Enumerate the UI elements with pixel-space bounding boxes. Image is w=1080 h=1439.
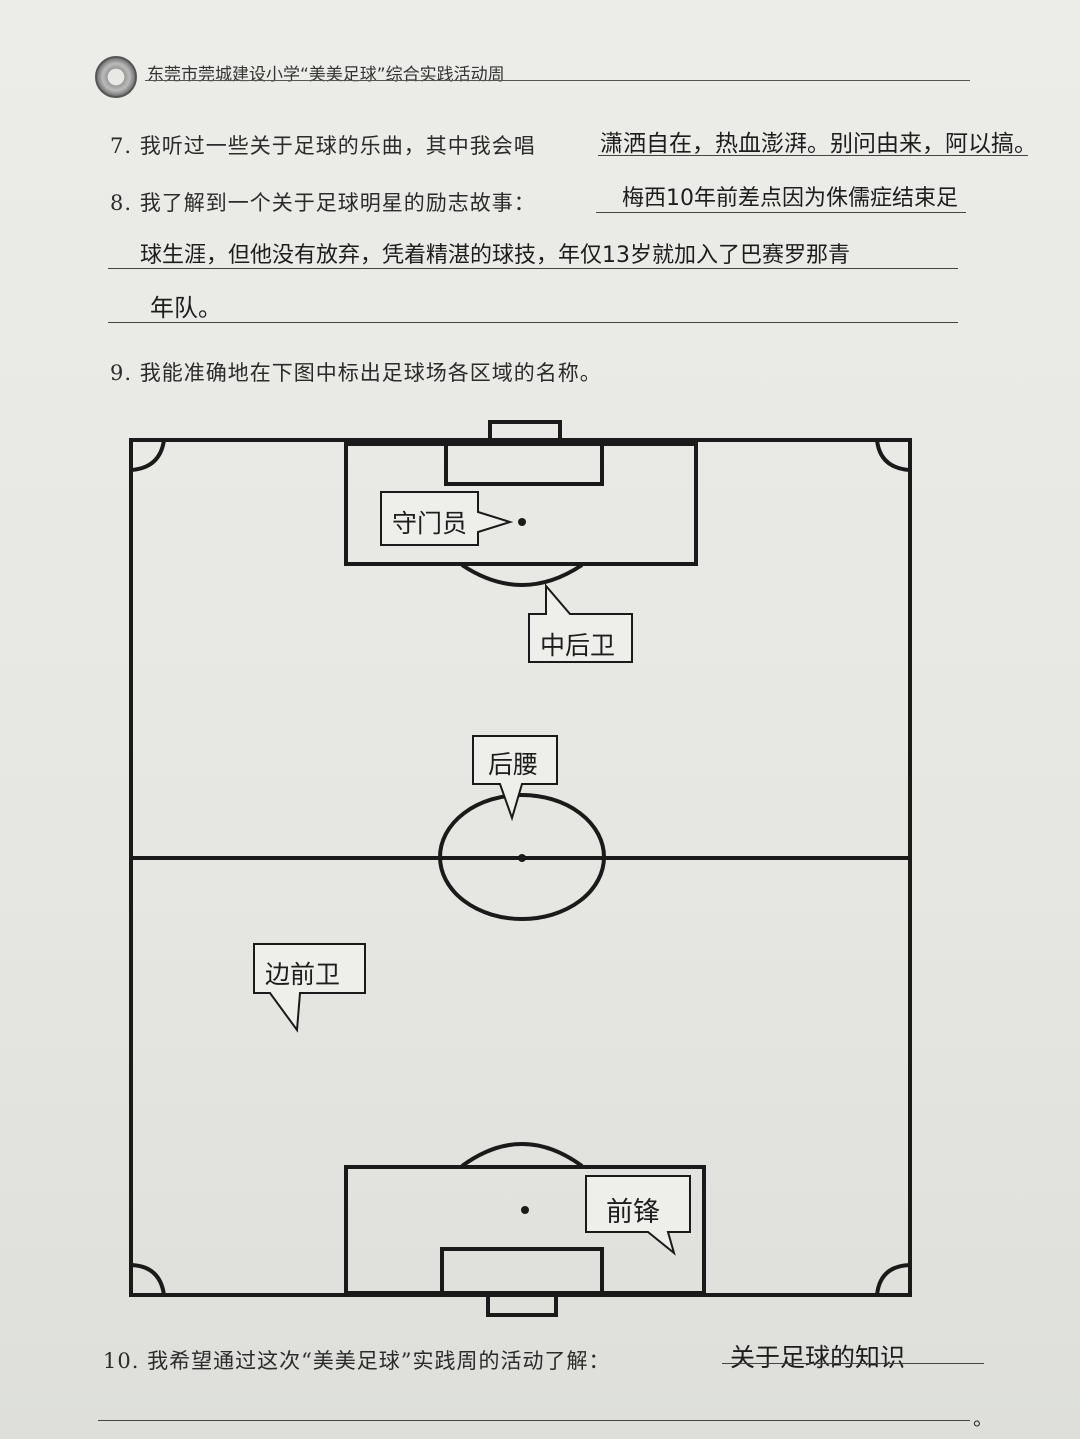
question-10-end-mark: 。: [973, 1406, 994, 1430]
corner-arc-bl: [130, 1263, 166, 1296]
question-8-answer-line3[interactable]: 年队。: [150, 294, 222, 322]
corner-arc-tr: [875, 439, 911, 472]
bottom-penalty-spot: [521, 1206, 529, 1214]
header-rule: [145, 80, 970, 81]
corner-arc-br: [875, 1263, 911, 1296]
question-9-prompt: 9. 我能准确地在下图中标出足球场各区域的名称。: [110, 361, 602, 385]
question-8-line1: [596, 212, 966, 213]
school-seal-icon: [95, 56, 137, 98]
question-7-answer[interactable]: 潇洒自在，热血澎湃。别问由来，阿以搞。: [600, 131, 1037, 157]
center-back-callout: [528, 583, 633, 663]
forward-label[interactable]: 前锋: [606, 1197, 660, 1228]
question-10-prompt: 10. 我希望通过这次“美美足球”实践周的活动了解：: [103, 1349, 611, 1373]
goalkeeper-callout: [380, 491, 514, 546]
question-10-answer[interactable]: 关于足球的知识: [730, 1343, 906, 1372]
center-circle: [438, 793, 606, 921]
question-7-answer-line: [598, 155, 1028, 156]
defensive-mid-label[interactable]: 后腰: [488, 750, 539, 779]
center-spot: [518, 854, 526, 862]
top-penalty-arc: [460, 563, 584, 587]
forward-callout: [585, 1175, 691, 1256]
goalkeeper-label[interactable]: 守门员: [392, 509, 468, 538]
winger-callout: [253, 943, 366, 1033]
bottom-goal: [486, 1293, 558, 1317]
defensive-mid-callout: [472, 735, 558, 822]
page-header: 东莞市莞城建设小学“美美足球”综合实践活动周: [95, 50, 970, 100]
bottom-goal-area: [440, 1247, 604, 1295]
top-penalty-spot: [518, 518, 526, 526]
center-back-label[interactable]: 中后卫: [540, 631, 616, 660]
question-8-answer-line1[interactable]: 梅西10年前差点因为侏儒症结束足: [622, 186, 958, 211]
bottom-penalty-arc: [460, 1142, 584, 1168]
question-8-line2: [108, 268, 958, 269]
question-8-line3: [108, 322, 958, 323]
question-10-line1: [722, 1363, 984, 1364]
question-8-prompt: 8. 我了解到一个关于足球明星的励志故事：: [110, 191, 536, 215]
question-8-answer-line2[interactable]: 球生涯，但他没有放弃，凭着精湛的球技，年仅13岁就加入了巴赛罗那青: [140, 243, 850, 268]
question-7-prompt: 7. 我听过一些关于足球的乐曲，其中我会唱: [110, 134, 536, 158]
corner-arc-tl: [130, 439, 166, 472]
winger-label[interactable]: 边前卫: [265, 960, 341, 989]
top-goal-area: [444, 442, 604, 486]
question-10-line2: [98, 1420, 970, 1421]
